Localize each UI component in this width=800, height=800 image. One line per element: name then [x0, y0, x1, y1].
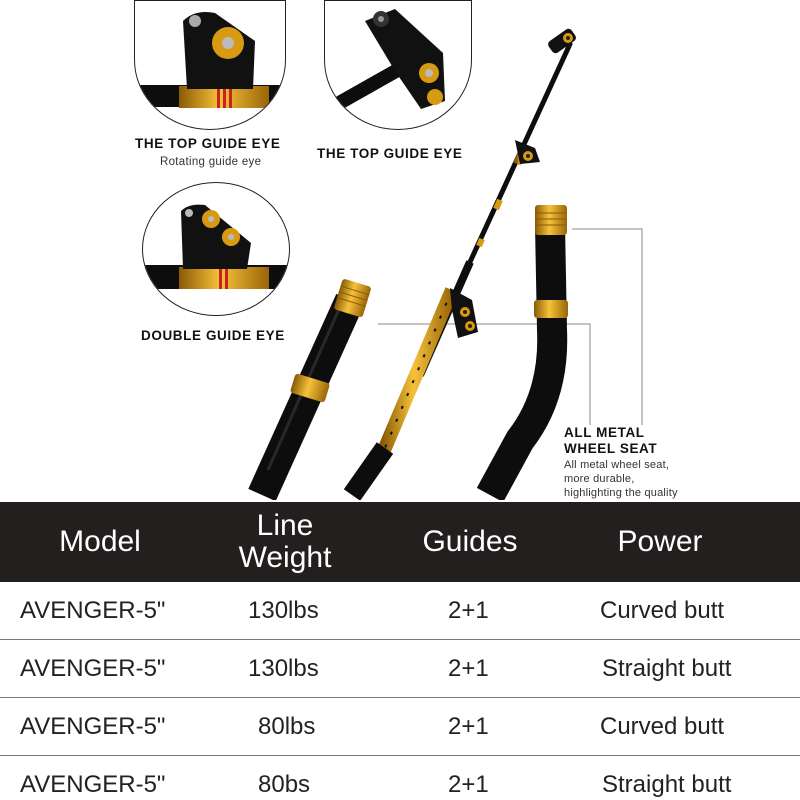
top-guide-eye-circle-1 [134, 0, 286, 130]
leader-lines [378, 228, 643, 425]
top-guide-eye-subtitle: Rotating guide eye [160, 156, 262, 168]
header-line-weight-line1: Line [256, 509, 314, 542]
cell-model: AVENGER-5" [20, 771, 166, 798]
double-guide-eye-circle [142, 182, 290, 316]
top-guide-eye-title-1: THE TOP GUIDE EYE [135, 136, 281, 151]
cell-guides: 2+1 [448, 713, 489, 740]
table-row: AVENGER-5" 130lbs 2+1 Straight butt [0, 640, 800, 698]
double-guide-eye-icon [143, 204, 289, 289]
cell-line-weight: 130lbs [248, 655, 319, 682]
table-row: AVENGER-5" 80bs 2+1 Straight butt [0, 756, 800, 800]
wheel-seat-desc-line: highlighting the quality [564, 487, 678, 499]
wheel-seat-desc-line: more durable, [564, 473, 635, 485]
header-line-weight: Line Weight [210, 502, 360, 582]
top-guide-eye-circle-2 [324, 0, 472, 130]
table-row: AVENGER-5" 130lbs 2+1 Curved butt [0, 582, 800, 640]
table-row: AVENGER-5" 80lbs 2+1 Curved butt [0, 698, 800, 756]
spec-table-header: Model Line Weight Guides Power [0, 502, 800, 582]
wheel-seat-title-line2: WHEEL SEAT [564, 441, 658, 456]
product-illustration: THE TOP GUIDE EYE Rotating guide eye THE… [134, 0, 678, 500]
header-guides: Guides [422, 525, 518, 558]
rotating-guide-eye-icon [135, 12, 285, 108]
cell-model: AVENGER-5" [20, 713, 166, 740]
straight-butt-section [248, 279, 371, 500]
header-line-weight-line2: Weight [238, 541, 332, 574]
rod-tip-roller [548, 28, 576, 54]
header-power: Power [617, 525, 703, 558]
wheel-seat-desc-line: All metal wheel seat, [564, 459, 670, 471]
cell-line-weight: 80lbs [258, 713, 316, 740]
spec-table: Model Line Weight Guides Power AVENGER-5… [0, 502, 800, 800]
double-guide-eye-title: DOUBLE GUIDE EYE [141, 328, 285, 343]
cell-guides: 2+1 [448, 655, 489, 682]
cell-power: Straight butt [602, 771, 732, 798]
wheel-seat-title-line1: ALL METAL [564, 425, 645, 440]
cell-guides: 2+1 [448, 771, 489, 798]
cell-model: AVENGER-5" [20, 597, 166, 624]
cell-line-weight: 130lbs [248, 597, 319, 624]
rod-guide-double [450, 288, 478, 338]
roller-tip-icon [325, 9, 445, 118]
cell-power: Curved butt [600, 713, 725, 740]
cell-power: Straight butt [602, 655, 732, 682]
cell-model: AVENGER-5" [20, 655, 166, 682]
curved-butt-section [476, 205, 568, 500]
header-model: Model [59, 525, 141, 558]
top-guide-eye-title-2: THE TOP GUIDE EYE [317, 146, 463, 161]
wheel-seat-description: All metal wheel seat, more durable, high… [564, 458, 678, 500]
rod-guide-mid [515, 140, 540, 164]
rod-drawing [248, 28, 643, 500]
cell-guides: 2+1 [448, 597, 489, 624]
cell-power: Curved butt [600, 597, 725, 624]
cell-line-weight: 80bs [258, 771, 311, 798]
